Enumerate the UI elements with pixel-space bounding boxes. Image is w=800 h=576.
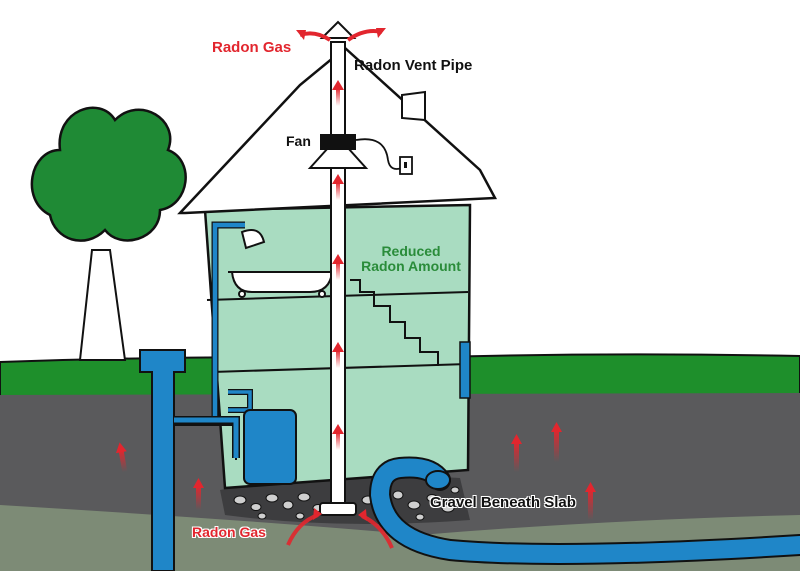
well-pipe — [139, 349, 240, 572]
tree-canopy — [30, 106, 187, 242]
side-window — [459, 341, 471, 399]
pipe-t-fitting — [319, 502, 357, 516]
reduced-radon-label: Reduced Radon Amount — [356, 244, 466, 273]
water-pipe — [211, 221, 266, 420]
vent-flow-arrows — [332, 80, 344, 450]
tree — [30, 106, 187, 361]
vent-pipe-label: Radon Vent Pipe — [354, 57, 473, 74]
reduced-radon-line2: Radon Amount — [361, 257, 461, 274]
vent-cap — [319, 20, 357, 39]
radon-gas-top-label: Radon Gas — [212, 39, 292, 56]
chimney — [401, 90, 426, 122]
staircase — [350, 279, 439, 366]
tree-trunk — [78, 249, 127, 361]
exhaust-arrows — [296, 28, 386, 42]
water-heater — [243, 409, 297, 485]
gravel-label: Gravel Beneath Slab — [430, 494, 576, 511]
radon-gas-bottom-label: Radon Gas — [192, 524, 266, 540]
soil-gas-arrows — [115, 422, 596, 549]
drain-pipe — [368, 456, 800, 565]
fan-label: Fan — [286, 133, 311, 149]
reduced-radon-line1: Reduced — [381, 243, 441, 259]
fan-unit — [307, 134, 413, 175]
fan-wire — [355, 138, 403, 170]
